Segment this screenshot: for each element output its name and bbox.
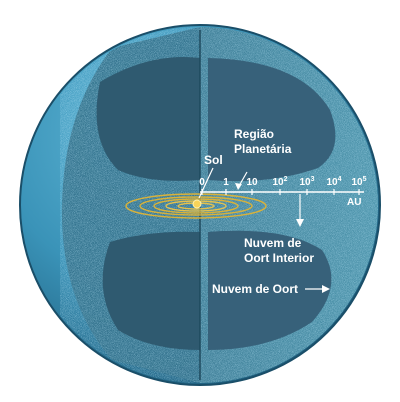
scale-tick-label: 1 <box>223 177 229 188</box>
planetary-region-pointer <box>238 171 248 187</box>
sun-label: Sol <box>204 153 223 167</box>
inner-oort-label-line1: Nuvem de <box>244 236 302 250</box>
inner-hollow <box>96 30 336 380</box>
scale-tick-exponent: 3 <box>311 176 315 183</box>
axis-unit-label: AU <box>347 197 361 208</box>
scale-tick-label: 0 <box>199 177 205 188</box>
scale-tick-exponent: 2 <box>284 176 288 183</box>
inner-oort-label-line2: Oort Interior <box>244 251 314 265</box>
sun-icon <box>192 199 202 209</box>
planetary-region-label-line2: Planetária <box>234 142 292 156</box>
scale-tick-exponent: 4 <box>338 176 342 183</box>
scale-tick-exponent: 5 <box>363 176 367 183</box>
oort-cloud-label: Nuvem de Oort <box>212 282 298 296</box>
scale-tick-label: 10 <box>246 177 258 188</box>
sun-pointer <box>198 167 214 199</box>
planetary-region-label-line1: Região <box>234 127 274 141</box>
